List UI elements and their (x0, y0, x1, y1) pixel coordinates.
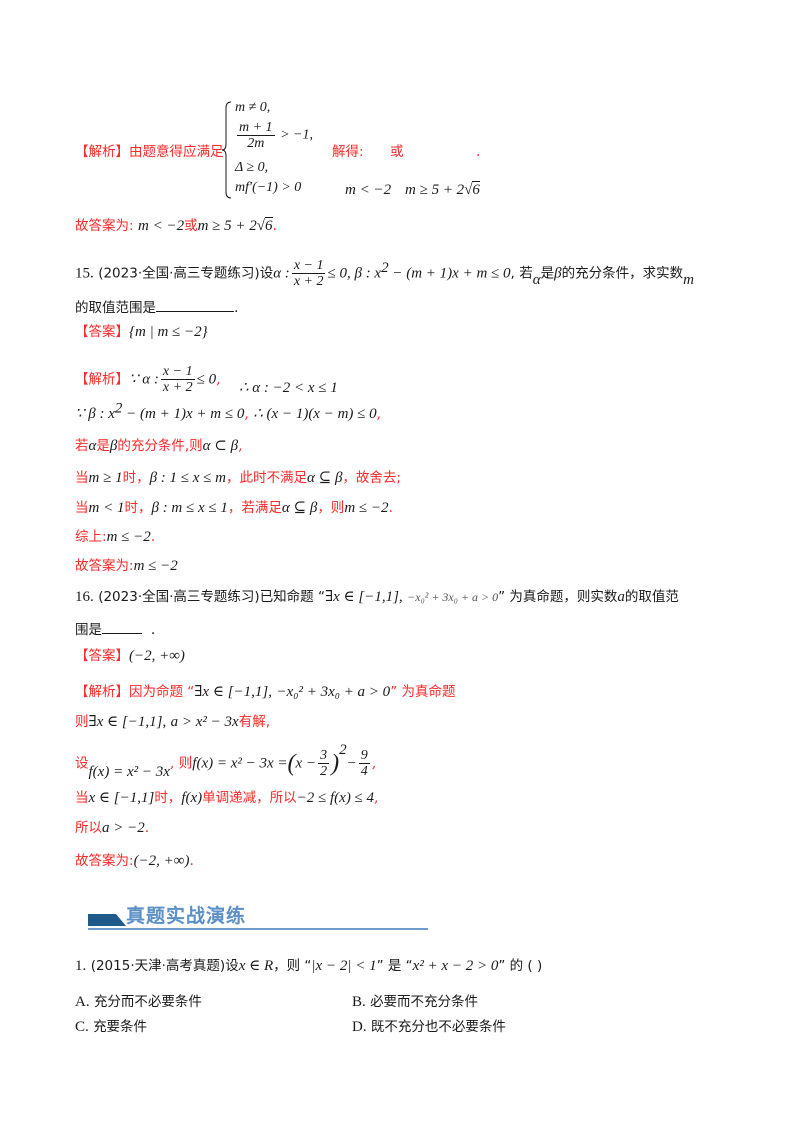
q15-analysis-line3: 若α是β的充分条件,则α ⊂ β, (75, 438, 243, 454)
system-row-3: Δ ≥ 0, (235, 160, 269, 175)
q15-summary-line: 综上:m ≤ −2. (75, 529, 156, 545)
or-word: 或 (390, 144, 404, 160)
solved-label-line: 解得: (332, 142, 364, 162)
q15-answer: {m | m ≤ −2} (129, 324, 208, 340)
q16-stem-line2: 围是 . (75, 620, 156, 638)
q15-final-line: 故答案为:m ≤ −2 (75, 558, 178, 574)
option-a[interactable]: A. 充分而不必要条件 (75, 994, 202, 1010)
option-d[interactable]: D. 既不充分也不必要条件 (352, 1019, 506, 1035)
q15-answer-line: 【答案】{m | m ≤ −2} (75, 322, 208, 342)
option-b[interactable]: B. 必要而不充分条件 (352, 994, 479, 1010)
q16-number: 16. (75, 589, 94, 605)
option-c[interactable]: C. 充要条件 (75, 1019, 148, 1035)
exam-q1-number: 1. (75, 958, 87, 974)
sqrt-icon: √ (464, 182, 473, 198)
q15-analysis-line4: 当m ≥ 1时，β : 1 ≤ x ≤ m，此时不满足α ⊆ β，故舍去; (75, 470, 401, 486)
prev-analysis-line: 【解析】由题意得应满足 (75, 142, 224, 162)
q16-analysis-line5: 所以a > −2. (75, 820, 150, 836)
system-row-1: m ≠ 0, (235, 100, 271, 115)
left-brace-icon (222, 101, 232, 199)
q16-answer: (−2, +∞) (129, 648, 185, 664)
sqrt-icon: √ (256, 218, 266, 234)
analysis-label: 【解析】 (75, 371, 129, 388)
q15-analysis-line5: 当m < 1时，β : m ≤ x ≤ 1，若满足α ⊆ β，则m ≤ −2. (75, 500, 393, 516)
q16-analysis-line1: 【解析】因为命题 “∃x ∈ [−1,1], −x₀² + 3x₀ + a > … (75, 684, 456, 700)
solution-b: m ≥ 5 + 2√6 (405, 181, 480, 198)
exam-q1-source: (2015·天津·高考真题) (90, 958, 226, 974)
analysis-label: 【解析】 (75, 144, 129, 160)
answer-label: 【答案】 (75, 324, 129, 340)
q16-source: (2023·全国·高三专题练习) (98, 589, 260, 605)
prev-answer-line: 故答案为: m < −2或m ≥ 5 + 2√6. (75, 217, 277, 234)
system-row-4: mf′(−1) > 0 (235, 180, 302, 195)
period: . (476, 144, 481, 160)
q15-source: (2023·全国·高三专题练习) (98, 265, 260, 282)
answer-blank[interactable] (156, 298, 234, 312)
q16-answer-line: 【答案】(−2, +∞) (75, 646, 185, 666)
solution-a: m < −2 (345, 182, 392, 198)
section-header: 真题实战演练 (88, 904, 428, 930)
section-title: 真题实战演练 (126, 905, 247, 927)
q16-stem-line1: 16. (2023·全国·高三专题练习)已知命题 “∃x ∈ [−1,1], −… (75, 589, 679, 605)
q15-number: 15. (75, 265, 94, 282)
analysis-label: 【解析】 (75, 684, 129, 700)
section-divider (88, 928, 428, 930)
answer-blank[interactable] (102, 620, 142, 634)
analysis-intro: 由题意得应满足 (129, 144, 224, 160)
q15-analysis-line2: ∵ β : x2 − (m + 1)x + m ≤ 0, ∴ (x − 1)(x… (75, 400, 382, 422)
q15-stem-line2: 的取值范围是. (75, 298, 239, 316)
section-bar-icon (88, 914, 116, 926)
q16-analysis-line2: 则∃x ∈ [−1,1], a > x² − 3x有解, (75, 714, 271, 730)
solved-label: 解得: (332, 144, 364, 160)
q16-final-line: 故答案为:(−2, +∞). (75, 853, 194, 869)
exam-q1-stem: 1. (2015·天津·高考真题)设x ∈ R，则 “|x − 2| < 1” … (75, 958, 543, 974)
answer-label: 【答案】 (75, 648, 129, 664)
section-bar-tip-icon (116, 914, 126, 926)
q16-analysis-line4: 当x ∈ [−1,1]时，f(x)单调递减，所以−2 ≤ f(x) ≤ 4, (75, 790, 379, 806)
